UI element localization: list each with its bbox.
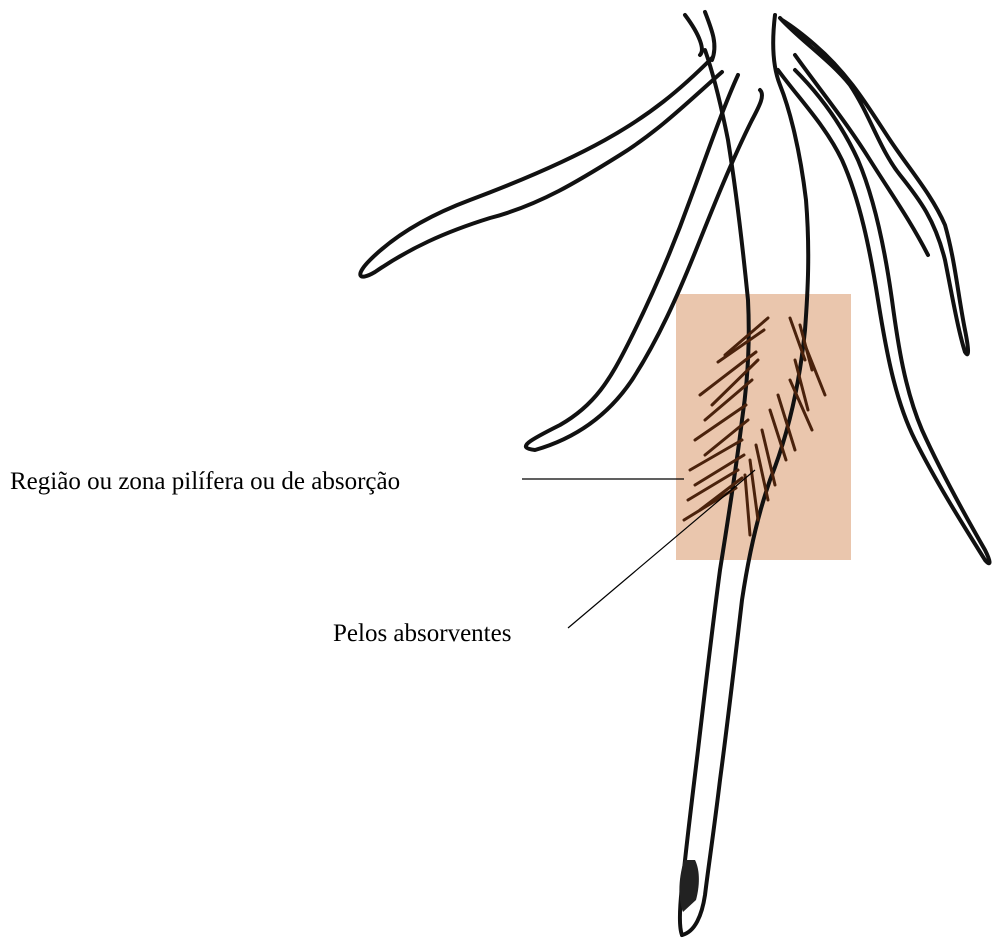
root-hairs-label: Pelos absorventes [333, 621, 511, 646]
absorption-zone-label: Região ou zona pilífera ou de absorção [10, 469, 400, 494]
root-cap [679, 860, 699, 912]
lateral-root-upper-left [360, 12, 722, 277]
absorption-zone-highlight [676, 294, 851, 560]
